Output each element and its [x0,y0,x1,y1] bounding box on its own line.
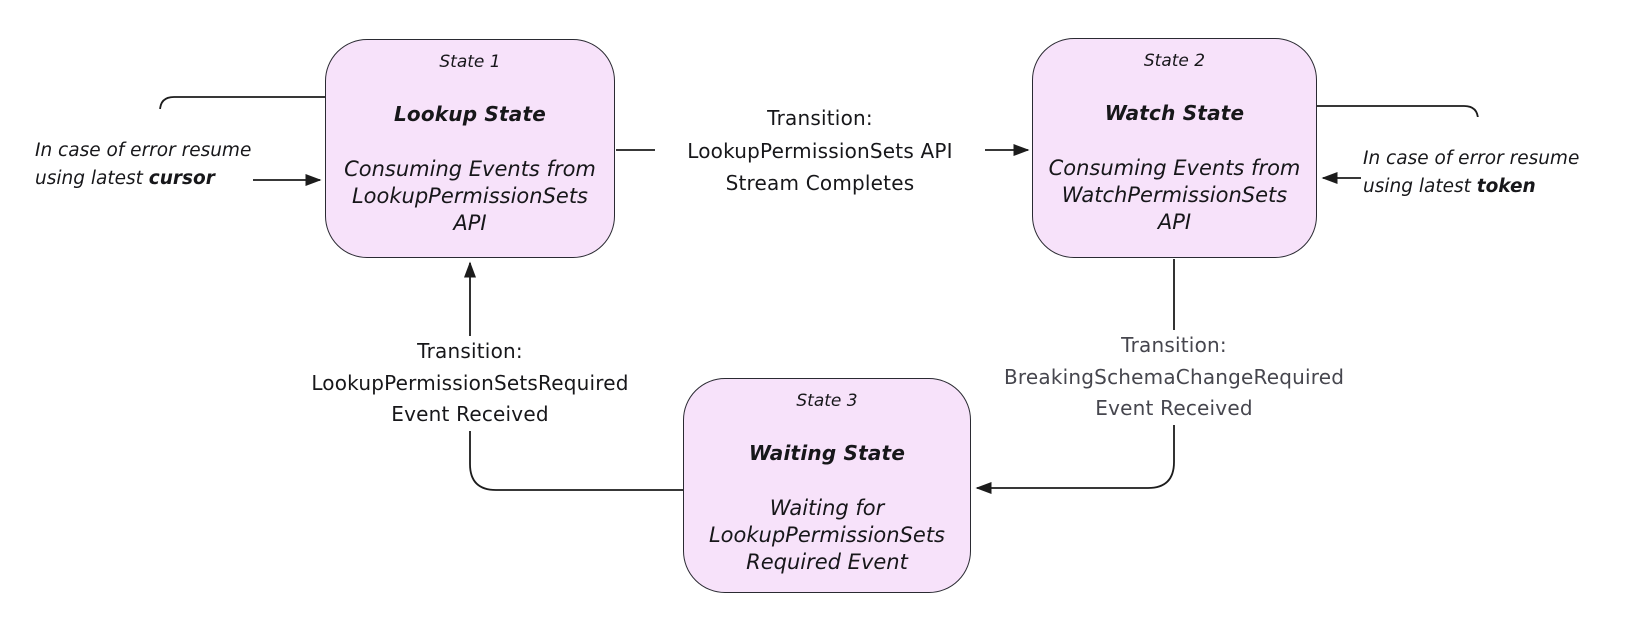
error-resume-label-cursor: In case of error resume using latest cur… [33,109,254,193]
state-step-label: State 2 [1143,51,1206,71]
state-description: Waiting for LookupPermissionSets Require… [708,496,945,574]
arrow-state3-to-state1 [464,261,683,491]
state-name-label: Lookup State [393,102,547,126]
state-node-waiting: State 3 Waiting State Waiting for Lookup… [683,378,971,593]
state-step-label: State 1 [439,52,501,72]
state-step-label: State 3 [796,391,858,411]
arrow-state2-to-state3 [975,259,1175,494]
state-node-lookup: State 1 Lookup State Consuming Events fr… [325,39,615,258]
state-name-label: Waiting State [748,441,906,465]
state-node-watch: State 2 Watch State Consuming Events fro… [1032,38,1317,258]
error-resume-label-token: In case of error resume using latest tok… [1361,117,1582,201]
state-description: Consuming Events from WatchPermissionSet… [1048,156,1301,234]
state-name-label: Watch State [1104,101,1245,125]
transition-label-lookup-to-watch: Transition: LookupPermissionSets API Str… [655,102,985,200]
state-description: Consuming Events from LookupPermissionSe… [344,157,596,235]
error-resume-emphasis: token [1476,176,1536,197]
error-resume-text: In case of error resume using latest [1363,148,1580,197]
transition-label-watch-to-waiting: Transition: BreakingSchemaChangeRequired… [1004,330,1344,425]
transition-label-waiting-to-lookup: Transition: LookupPermissionSetsRequired… [303,336,637,431]
error-resume-emphasis: cursor [148,168,215,189]
error-resume-text: In case of error resume using latest [35,140,252,189]
